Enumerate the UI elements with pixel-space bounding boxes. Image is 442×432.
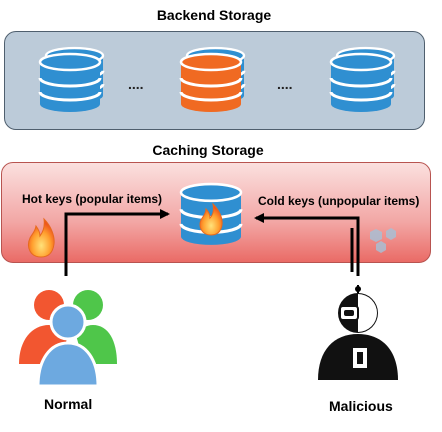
normal-user-label: Normal (44, 396, 93, 412)
backend-separator-right: .... (277, 76, 293, 92)
hot-keys-label: Hot keys (popular items) (22, 192, 163, 206)
malicious-request-lines (350, 228, 360, 276)
database-icon (329, 46, 396, 114)
cold-request-arrow (254, 213, 360, 228)
database-fire-icon (179, 182, 243, 247)
fire-icon (27, 217, 55, 258)
malicious-user-label: Malicious (329, 398, 393, 414)
database-icon (179, 46, 246, 114)
normal-users-icon (19, 290, 117, 388)
malicious-robot-icon (318, 285, 398, 380)
caching-storage-title: Caching Storage (152, 142, 264, 158)
hot-request-arrow (64, 209, 170, 276)
scattered-cubes-icon (370, 228, 396, 253)
cold-keys-label: Cold keys (unpopular items) (258, 194, 420, 208)
backend-storage-title: Backend Storage (156, 7, 272, 23)
database-icon (38, 46, 105, 114)
backend-separator-left: .... (128, 76, 144, 92)
